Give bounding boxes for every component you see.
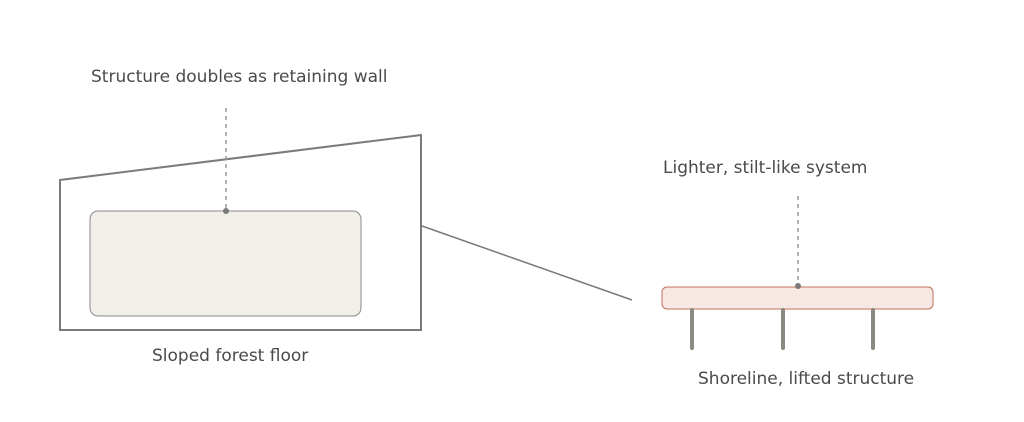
forest-floor-label: Sloped forest floor — [152, 346, 308, 366]
forest-site-group: Structure doubles as retaining wall Slop… — [59, 67, 422, 366]
stilt-system-leader-dot — [795, 283, 801, 289]
sloped-terrain-outline — [59, 133, 422, 331]
connector-line — [421, 225, 633, 301]
shoreline-group: Lighter, stilt-like system Shoreline, li… — [661, 158, 934, 389]
retaining-wall-leader-dot — [223, 208, 229, 214]
stilt-system-label: Lighter, stilt-like system — [663, 158, 867, 178]
forest-structure-block — [89, 210, 362, 317]
retaining-wall-label: Structure doubles as retaining wall — [91, 67, 387, 87]
shoreline-deck — [661, 286, 934, 310]
shoreline-label: Shoreline, lifted structure — [698, 369, 914, 389]
